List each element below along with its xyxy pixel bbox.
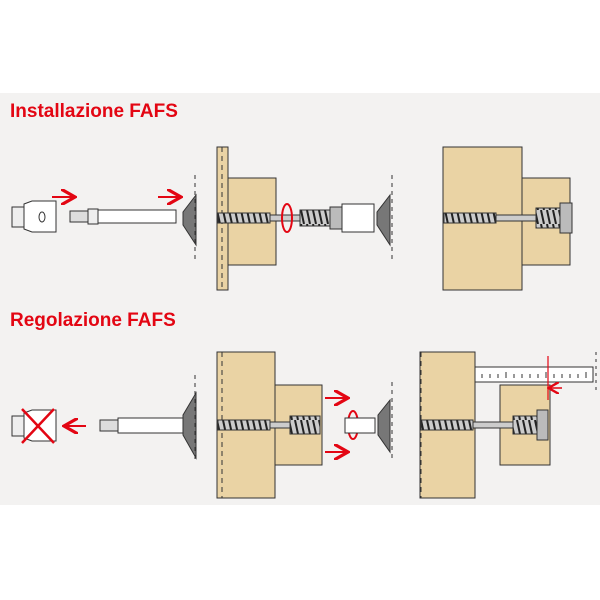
rotate-icon bbox=[281, 203, 293, 233]
bit-holder-crossed bbox=[11, 408, 57, 444]
installation-title: Installazione FAFS bbox=[10, 101, 178, 122]
ruler bbox=[474, 366, 594, 383]
adjustment-title: Regolazione FAFS bbox=[10, 310, 176, 331]
bit-holder bbox=[11, 200, 57, 233]
driver-bit bbox=[69, 208, 177, 225]
washer bbox=[182, 193, 197, 247]
